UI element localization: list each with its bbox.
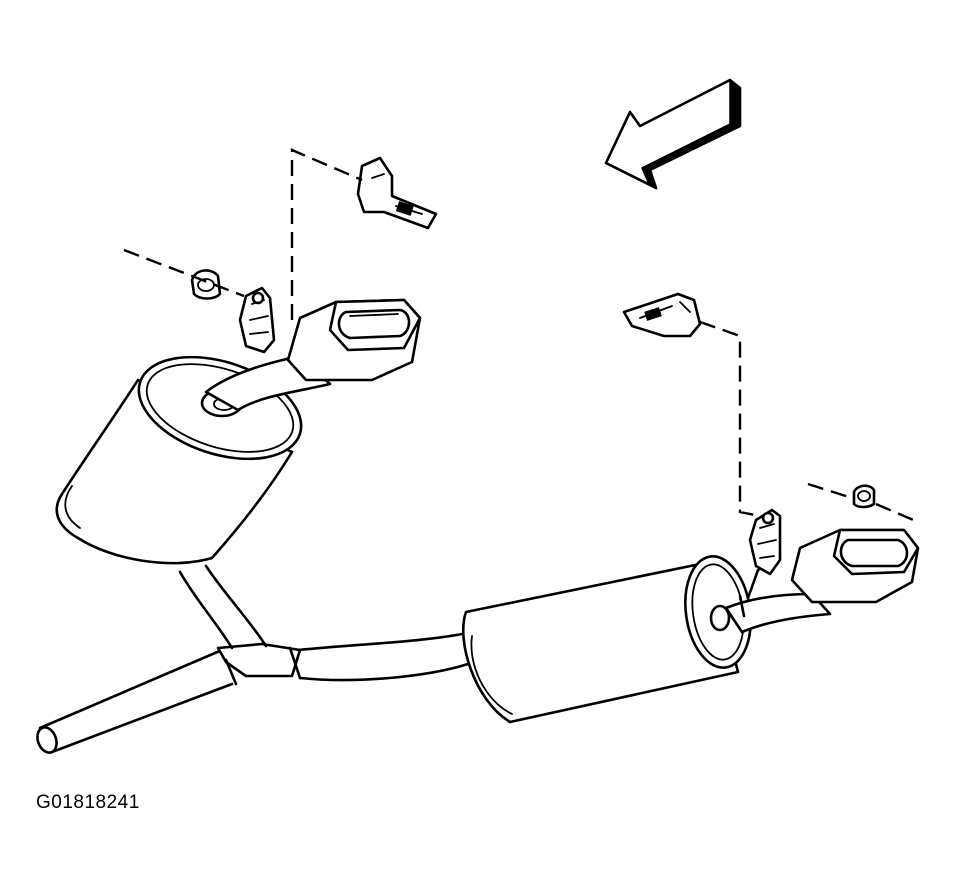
right-alignment-line-stud [876,504,918,522]
right-alignment-line-bolt [808,484,852,498]
left-intermediate-pipe [180,566,266,648]
left-muffler [57,338,314,563]
left-exhaust-tip [288,300,420,380]
right-tailpipe [726,562,830,632]
left-rubber-insulator [240,288,274,352]
left-alignment-line-bolt [124,250,244,296]
right-alignment-line-bracket [700,322,760,516]
figure-id-label: G01818241 [36,792,140,813]
left-hanger-bracket [358,158,436,228]
inlet-pipe [34,650,232,755]
direction-arrow [606,80,740,188]
y-pipe-junction [218,644,300,684]
right-intermediate-pipe [298,634,468,680]
right-rubber-insulator [750,510,780,574]
right-muffler [463,552,757,722]
right-nut [854,486,874,507]
right-hanger-bracket [624,294,700,336]
left-alignment-line-bracket [292,150,362,320]
right-exhaust-tip [792,530,918,602]
